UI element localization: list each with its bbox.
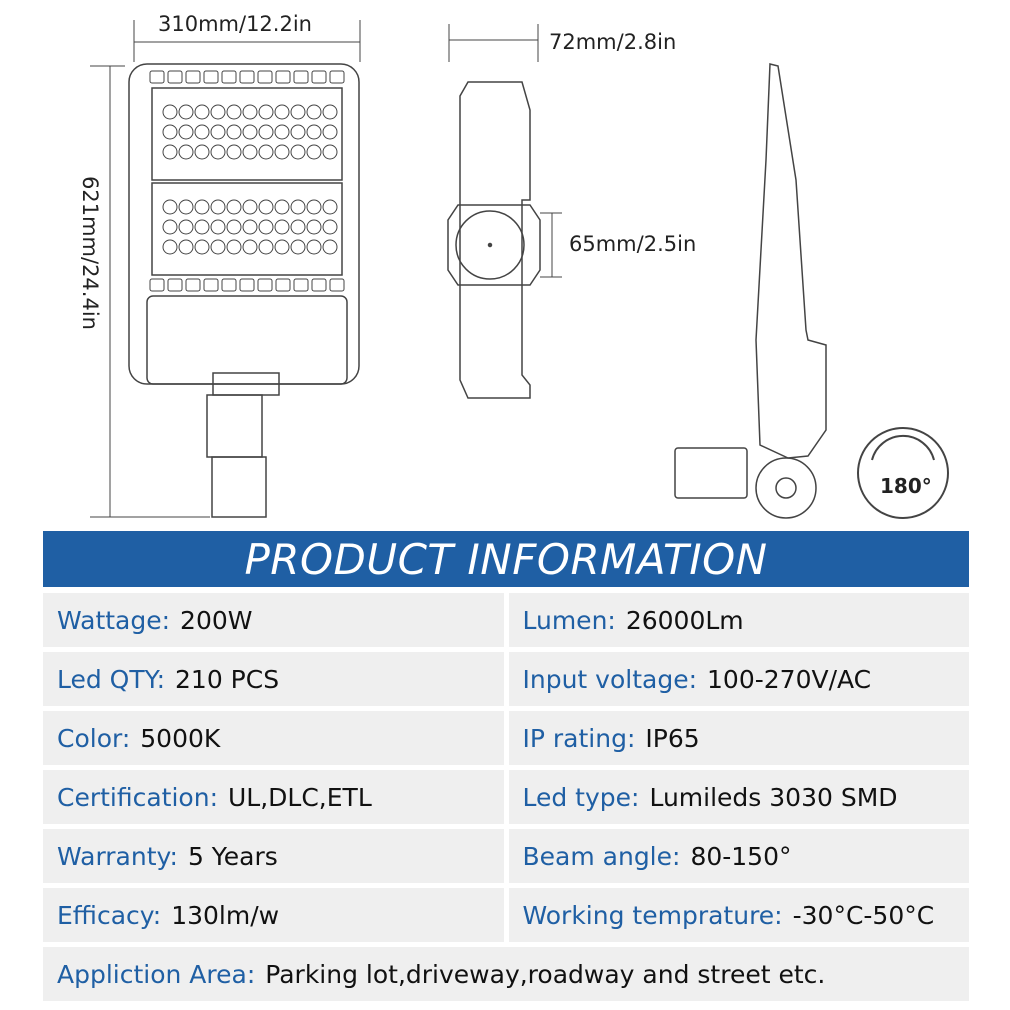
spec-value: 130lm/w: [171, 900, 280, 930]
banner-title: PRODUCT INFORMATION: [244, 534, 768, 584]
spec-value: 210 PCS: [175, 664, 280, 694]
spec-label: Certification:: [57, 782, 218, 812]
spec-cell-certification: Certification: UL,DLC,ETL: [43, 770, 504, 824]
spec-value: 26000Lm: [625, 605, 744, 635]
spec-value: IP65: [645, 723, 700, 753]
spec-label: Input voltage:: [522, 664, 698, 694]
spec-row: Certification: UL,DLC,ETL Led type: Lumile…: [43, 770, 969, 824]
spec-label: Lumen:: [522, 605, 616, 635]
spec-cell-efficacy: Efficacy: 130lm/w: [43, 888, 504, 942]
spec-cell-ip-rating: IP rating: IP65: [508, 711, 969, 765]
spec-label: IP rating:: [522, 723, 636, 753]
spec-value: Parking lot,driveway,roadway and street …: [265, 959, 826, 989]
spec-cell-application-area: Appliction Area: Parking lot,driveway,roa…: [43, 947, 969, 1001]
spec-value: 80-150°: [690, 841, 792, 871]
width-dimension-label: 310mm/12.2in: [158, 12, 312, 36]
spec-label: Color:: [57, 723, 131, 753]
spec-row-application: Appliction Area: Parking lot,driveway,roa…: [43, 947, 969, 1001]
spec-cell-input-voltage: Input voltage: 100-270V/AC: [508, 652, 969, 706]
spec-label: Wattage:: [57, 605, 171, 635]
spec-cell-working-temperature: Working temprature: -30°C-50°C: [508, 888, 969, 942]
rotation-badge-label: 180°: [880, 474, 932, 498]
product-information-banner: PRODUCT INFORMATION: [43, 531, 969, 587]
spec-row: Led QTY: 210 PCS Input voltage: 100-270V/A…: [43, 652, 969, 706]
spec-row: Wattage: 200W Lumen: 26000Lm: [43, 593, 969, 647]
product-drawing: [90, 20, 949, 519]
spec-cell-color: Color: 5000K: [43, 711, 504, 765]
depth-dimension-label: 72mm/2.8in: [549, 30, 677, 54]
spec-label: Warranty:: [57, 841, 178, 871]
front-view: [128, 63, 360, 518]
pole-size-dimension-label: 65mm/2.5in: [569, 232, 697, 256]
spec-cell-warranty: Warranty: 5 Years: [43, 829, 504, 883]
spec-label: Beam angle:: [522, 841, 681, 871]
spec-cell-lumen: Lumen: 26000Lm: [508, 593, 969, 647]
spec-value: Lumileds 3030 SMD: [649, 782, 898, 812]
spec-label: Working temprature:: [522, 900, 783, 930]
spec-label: Led type:: [522, 782, 640, 812]
spec-cell-wattage: Wattage: 200W: [43, 593, 504, 647]
spec-cell-led-qty: Led QTY: 210 PCS: [43, 652, 504, 706]
spec-cell-beam-angle: Beam angle: 80-150°: [508, 829, 969, 883]
spec-label: Efficacy:: [57, 900, 162, 930]
spec-label: Led QTY:: [57, 664, 166, 694]
spec-value: -30°C-50°C: [792, 900, 935, 930]
spec-label: Appliction Area:: [57, 959, 256, 989]
spec-row: Color: 5000K IP rating: IP65: [43, 711, 969, 765]
spec-table: Wattage: 200W Lumen: 26000Lm Led QTY: 210 P…: [43, 593, 969, 1006]
spec-row: Efficacy: 130lm/w Working temprature: -30°…: [43, 888, 969, 942]
height-dimension-label: 621mm/24.4in: [78, 176, 102, 330]
spec-value: 5 Years: [187, 841, 278, 871]
spec-row: Warranty: 5 Years Beam angle: 80-150°: [43, 829, 969, 883]
spec-value: 100-270V/AC: [707, 664, 872, 694]
spec-value: 200W: [180, 605, 253, 635]
spec-value: 5000K: [140, 723, 221, 753]
spec-cell-led-type: Led type: Lumileds 3030 SMD: [508, 770, 969, 824]
spec-value: UL,DLC,ETL: [228, 782, 372, 812]
